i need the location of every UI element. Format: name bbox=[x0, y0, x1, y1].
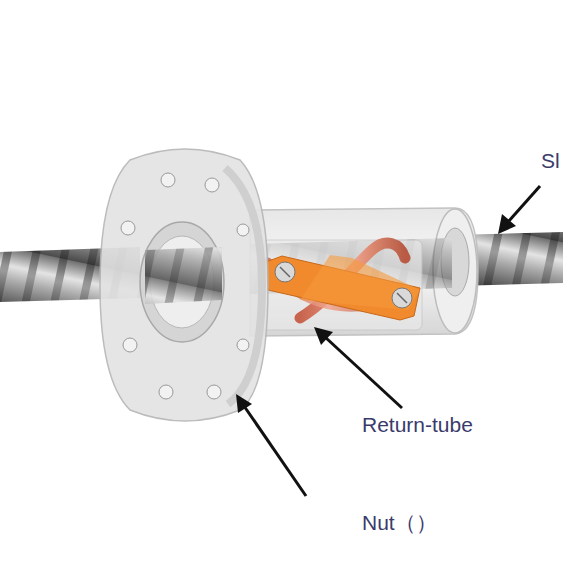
part-label: Nut（） bbox=[362, 510, 437, 535]
part-label: Return-tube bbox=[362, 412, 473, 437]
part-label: Sl bbox=[541, 148, 560, 173]
